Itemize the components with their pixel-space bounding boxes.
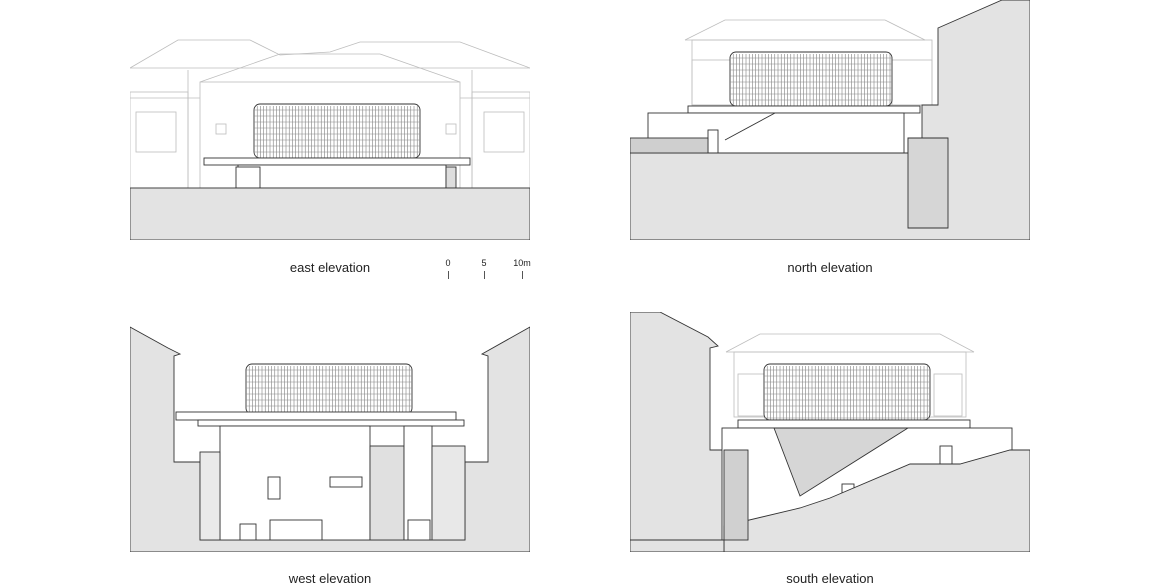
glass-drum — [253, 103, 421, 159]
glass-drum — [763, 363, 931, 421]
scale-bar: 0 5 10m — [440, 258, 540, 282]
south-elevation-drawing — [630, 312, 1030, 552]
west-elevation-caption: west elevation — [288, 571, 372, 586]
glass-drum — [245, 363, 413, 415]
east-elevation-drawing — [130, 0, 530, 240]
glass-drum — [729, 51, 893, 107]
scale-tick-label: 0 — [445, 258, 451, 268]
north-elevation-caption: north elevation — [787, 260, 873, 275]
scale-tick-label: 5 — [481, 258, 487, 268]
north-elevation-drawing — [630, 0, 1030, 240]
south-elevation-caption: south elevation — [786, 571, 874, 586]
west-elevation-drawing — [130, 312, 530, 552]
scale-tick-label: 10m — [513, 258, 531, 268]
east-elevation-caption: east elevation — [289, 260, 371, 275]
